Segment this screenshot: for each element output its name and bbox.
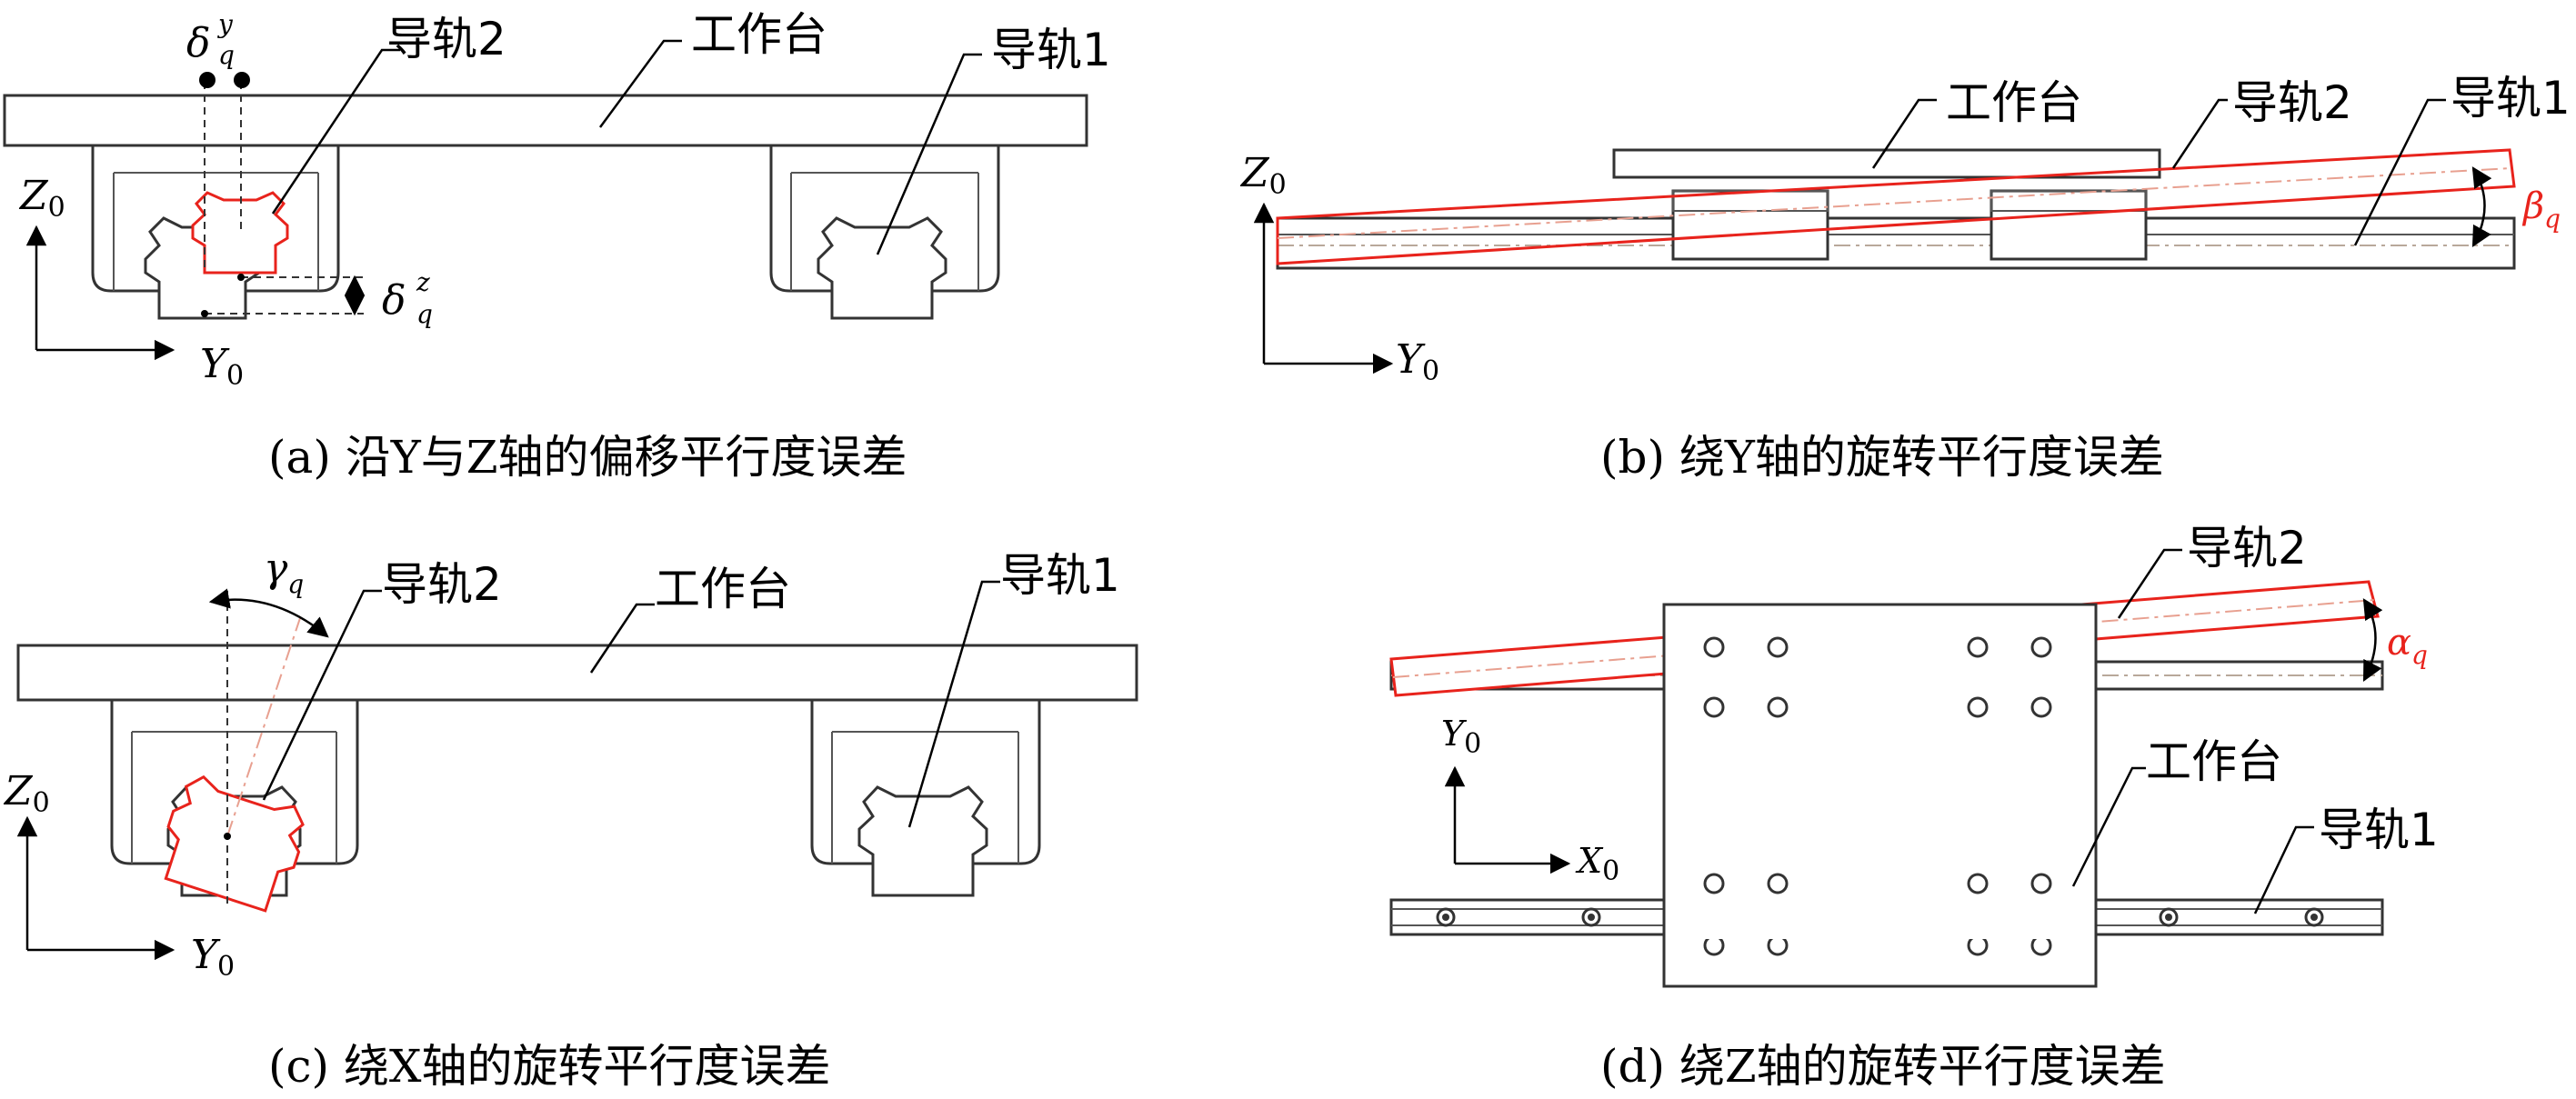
label-table-b: 工作台 — [1946, 76, 2082, 129]
axis-z-label-b: Z0 — [1239, 150, 1287, 201]
offset-y-dot-2 — [234, 72, 250, 88]
leader-rail2-d — [2117, 548, 2182, 619]
rail-1-side — [1276, 216, 2516, 270]
alpha-arc — [2362, 598, 2383, 682]
worktable-c — [16, 644, 1138, 702]
center-dot-nominal — [237, 274, 245, 281]
label-table-c: 工作台 — [655, 563, 791, 615]
label-table-d: 工作台 — [2146, 735, 2282, 788]
delta-y-symbol: δ — [186, 20, 211, 66]
rail-2-displaced — [191, 191, 289, 275]
label-table-a: 工作台 — [691, 8, 827, 61]
axis-y-label-b: Y0 — [1396, 336, 1439, 387]
gamma-arc — [208, 588, 329, 638]
label-rail1-d: 导轨1 — [2319, 804, 2439, 856]
leader-rail2-a — [271, 48, 400, 215]
worktable-side — [1612, 148, 2161, 179]
panel-b: βq 工作台 导轨2 导轨1 Z0 Y0 (b) 绕Y轴的旋转平行度误差 — [1239, 72, 2571, 484]
carriage-side-1 — [1671, 189, 1829, 261]
caption-a: (a) 沿Y与Z轴的偏移平行度误差 — [268, 431, 907, 484]
beta-label: βq — [2521, 185, 2561, 234]
caption-b: (b) 绕Y轴的旋转平行度误差 — [1600, 431, 2164, 484]
axis-x-label-d: X0 — [1575, 841, 1619, 887]
rail-2-tilted — [1276, 148, 2516, 265]
leader-table-a — [598, 39, 682, 128]
carriage-side-2 — [1990, 189, 2148, 261]
caption-d: (d) 绕Z轴的旋转平行度误差 — [1600, 1040, 2166, 1093]
leader-table-d — [2071, 766, 2146, 887]
rail-1-c — [857, 785, 988, 897]
panel-c: γq 导轨2 工作台 导轨1 Z0 Y0 (c) 绕X轴的旋转平行度误差 — [3, 545, 1138, 1093]
label-rail2-c: 导轨2 — [382, 558, 502, 611]
table-holes — [1703, 636, 2052, 956]
delta-y-subscript: q — [218, 40, 235, 70]
axis-y-label-d: Y0 — [1441, 714, 1481, 760]
delta-z-subscript: q — [416, 299, 433, 329]
axis-y-label-a: Y0 — [200, 341, 244, 392]
rail-1 — [817, 216, 947, 320]
leader-rail1-a — [876, 53, 982, 255]
center-dot-displaced — [201, 310, 208, 317]
leader-table-b — [1871, 98, 1937, 169]
label-rail2-b: 导轨2 — [2232, 76, 2352, 129]
label-rail2-d: 导轨2 — [2187, 522, 2307, 574]
leader-table-c — [589, 603, 655, 674]
beta-arc — [2471, 166, 2492, 247]
label-rail1-a: 导轨1 — [991, 24, 1111, 76]
axis-z-label-a: Z0 — [18, 173, 65, 224]
leader-rail1-c — [907, 580, 1000, 828]
panel-a: δ y q δ z q 导轨2 工作台 导轨1 Z0 Y0 (a) 沿Y与Z轴的… — [3, 8, 1111, 484]
worktable — [3, 94, 1088, 147]
offset-y-dot-1 — [199, 72, 216, 88]
gamma-ref-tilted — [226, 617, 301, 837]
rail-1-bolts — [1436, 907, 2324, 927]
leader-rail2-c — [262, 589, 382, 801]
leader-rail1-d — [2253, 825, 2314, 914]
caption-c: (c) 绕X轴的旋转平行度误差 — [268, 1040, 831, 1093]
alpha-label: αq — [2387, 622, 2428, 670]
rail-2-rotated — [164, 774, 305, 913]
gamma-label: γq — [264, 545, 304, 599]
delta-z-superscript: z — [416, 267, 430, 297]
delta-y-superscript: y — [216, 9, 234, 39]
panel-d: αq 导轨2 工作台 导轨1 Y0 X0 (d) 绕Z轴的旋转平行度误差 — [1389, 522, 2439, 1093]
leader-rail2-b — [2171, 98, 2228, 169]
label-rail1-b: 导轨1 — [2451, 72, 2571, 125]
label-rail2-a: 导轨2 — [386, 13, 506, 65]
delta-z-symbol: δ — [382, 277, 406, 324]
label-rail1-c: 导轨1 — [1000, 549, 1120, 602]
axis-y-label-c: Y0 — [191, 932, 235, 983]
leader-rail1-b — [2353, 98, 2446, 246]
axis-z-label-c: Z0 — [3, 768, 50, 819]
